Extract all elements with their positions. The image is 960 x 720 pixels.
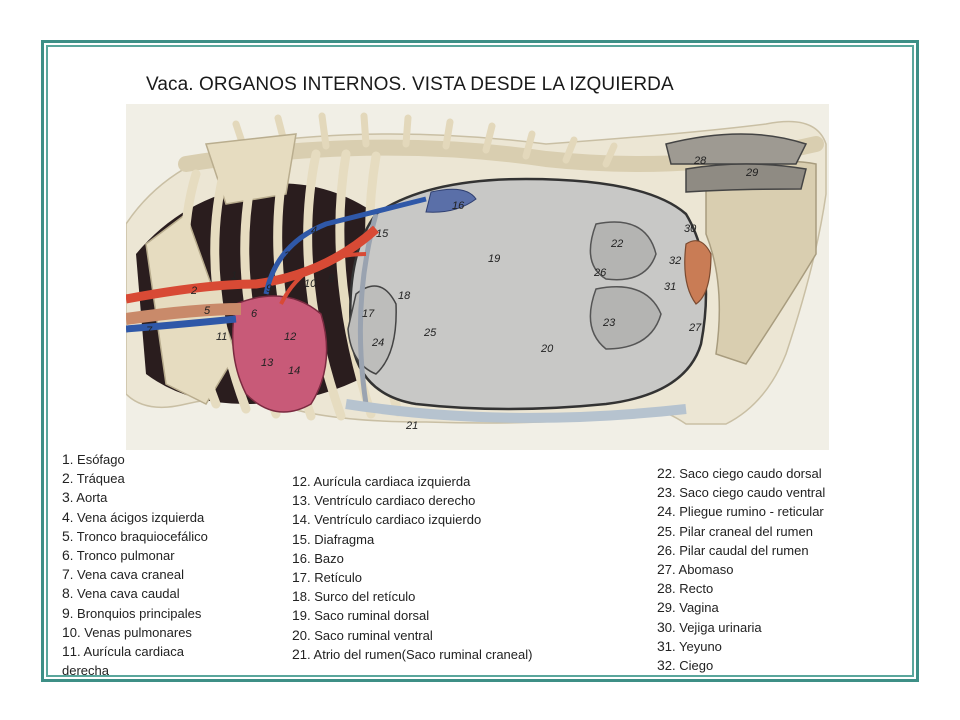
label-9: 9 [266,283,272,295]
label-32: 32 [669,255,681,267]
legend-item: 17. Retículo [292,569,362,586]
pelvis [705,160,817,365]
legend-item: 32. Ciego [657,657,714,674]
intestines [684,240,712,305]
legend-item: 3. Aorta [62,489,108,506]
label-6: 6 [251,308,258,320]
label-23: 23 [602,317,616,329]
legend-item: 9. Bronquios principales [62,604,202,621]
legend-item: 14. Ventrículo cardiaco izquierdo [292,511,482,528]
outer-frame [41,40,919,682]
rectum [665,133,808,165]
label-16: 16 [452,200,465,212]
label-3: 3 [284,250,291,262]
page-title: Vaca. ORGANOS INTERNOS. VISTA DESDE LA I… [146,74,674,95]
legend-item: 24. Pliegue rumino - reticular [657,503,824,520]
label-8: 8 [328,273,335,285]
label-14: 14 [288,365,300,377]
legend-item: 5. Tronco braquiocefálico [62,527,208,544]
legend-column-3: 22. Saco ciego caudo dorsal 23. Saco cie… [657,464,897,675]
legend-item: 27. Abomaso [657,561,734,578]
vena-acigos [263,196,427,295]
label-5: 5 [204,305,211,317]
vertebral-processes [232,112,618,168]
legend-item: 28. Recto [657,580,714,597]
figure-number-labels: 1 2 3 4 5 6 7 8 9 10 11 12 13 14 15 16 1… [146,155,758,432]
legend-item: 18. Surco del retículo [292,588,416,605]
label-12: 12 [284,331,296,343]
label-28: 28 [693,155,707,167]
legend-item: 30. Vejiga urinaria [657,618,762,635]
legend-item: 26. Pilar caudal del rumen [657,541,809,558]
trachea [126,303,242,325]
label-13: 13 [261,357,274,369]
vena-cava-craneal [126,315,237,333]
legend-item: 22. Saco ciego caudo dorsal [657,465,822,481]
legend-item: 10. Venas pulmonares [62,623,192,640]
legend-item: 8. Vena cava caudal [62,585,180,602]
label-2: 2 [190,285,197,297]
legend-item: 16. Bazo [292,549,344,566]
aorta [126,225,380,304]
label-1: 1 [231,270,237,282]
vagina [685,163,807,193]
legend-item: 21. Atrio del rumen(Saco ruminal craneal… [292,645,533,662]
legend-item: 13. Ventrículo cardiaco derecho [292,492,476,509]
label-17: 17 [362,308,375,320]
saco-ciego-caudo-ventral [589,286,662,350]
label-26: 26 [593,267,607,279]
saco-ciego-caudo-dorsal [589,221,657,281]
legend-item: 4. Vena ácigos izquierda [62,508,205,525]
spleen [425,188,477,213]
label-29: 29 [745,167,758,179]
label-21: 21 [405,420,418,432]
label-30: 30 [684,223,697,235]
legend-item: 6. Tronco pulmonar [62,547,175,564]
legend-item: 25. Pilar craneal del rumen [657,522,813,539]
legend-column-2: 12. Aurícula cardiaca izquierda 13. Vent… [292,472,592,664]
label-27: 27 [688,322,702,334]
legend-item: 31. Yeyuno [657,637,722,654]
label-22: 22 [610,238,623,250]
legend-item: 29. Vagina [657,599,719,616]
anatomy-illustration: 1 2 3 4 5 6 7 8 9 10 11 12 13 14 15 16 1… [126,104,829,450]
label-24: 24 [371,337,384,349]
pulmonary-vessel [279,252,367,305]
label-20: 20 [540,343,554,355]
inner-frame [46,45,914,677]
legend-item: 20. Saco ruminal ventral [292,626,433,643]
legend-column-1: 1. Esófago 2. Tráquea 3. Aorta 4. Vena á… [62,450,230,680]
legend-item: 12. Aurícula cardiaca izquierda [292,473,471,489]
label-4: 4 [311,225,317,237]
legend-item: 11. Aurícula cardiaca derecha [62,643,184,679]
legend-item: 23. Saco ciego caudo ventral [657,484,826,501]
legend-item: 15. Diafragma [292,530,375,547]
label-31: 31 [664,281,676,293]
label-25: 25 [423,327,437,339]
label-11: 11 [216,331,227,343]
costal-cartilages [345,399,687,423]
label-18: 18 [398,290,411,302]
legend-item: 7. Vena cava craneal [62,566,184,583]
label-7: 7 [146,325,153,337]
cow-internal-organs-drawing: 1 2 3 4 5 6 7 8 9 10 11 12 13 14 15 16 1… [126,112,827,432]
legend-item: 2. Tráquea [62,470,125,487]
heart [231,295,328,413]
legend-item: 1. Esófago [62,451,125,467]
label-15: 15 [376,228,389,240]
label-19: 19 [488,253,500,265]
label-10: 10 [304,278,317,290]
legend-item: 19. Saco ruminal dorsal [292,607,430,624]
